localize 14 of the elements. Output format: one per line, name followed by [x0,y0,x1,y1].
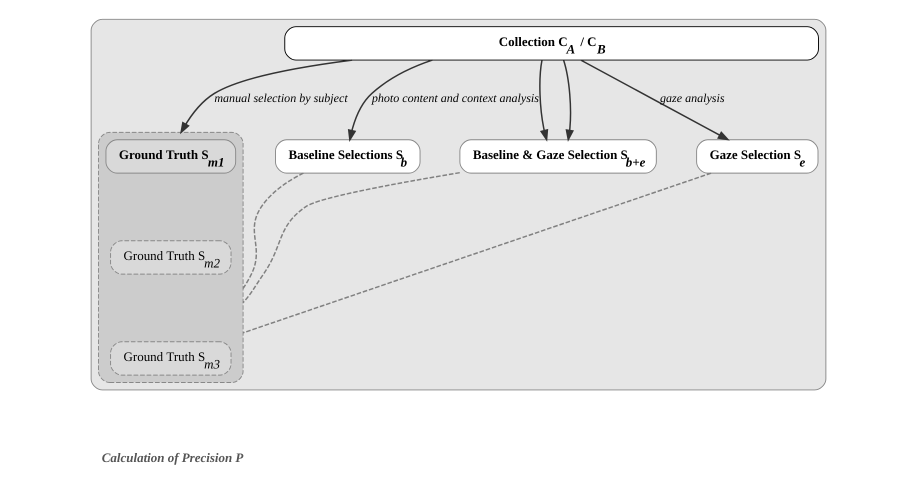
arrow [180,59,352,134]
cluster [98,132,244,383]
edge-label: manual selection by subject [214,91,348,106]
edge-label: gaze analysis [660,91,725,106]
arrow [348,59,433,142]
arrow [539,60,548,142]
arrow [580,60,730,141]
edge-label: photo content and context analysis [372,91,539,106]
connector [242,172,304,289]
connector [242,172,460,304]
label: Calculation of Precision P [102,450,244,465]
connector [242,172,712,334]
arrow [562,60,574,142]
cluster [90,18,826,390]
